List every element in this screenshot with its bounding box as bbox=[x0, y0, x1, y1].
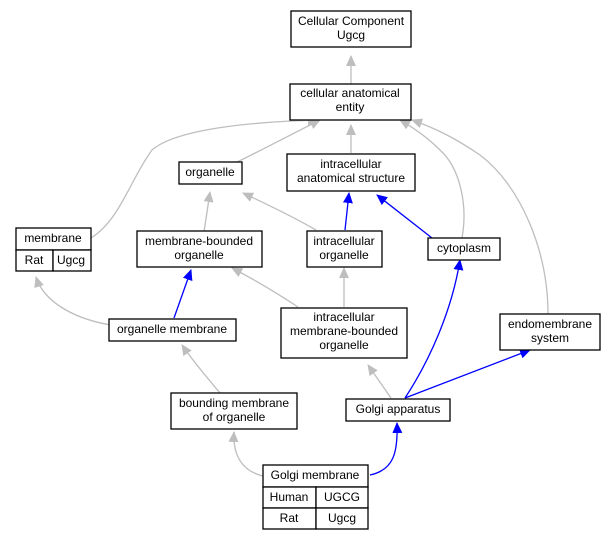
edge-golgi-apparatus-part-of-cytoplasm bbox=[404, 259, 464, 399]
edge-membrane-to-cellular-anatomical-entity bbox=[90, 115, 319, 239]
edges bbox=[34, 55, 549, 477]
edge-golgi-membrane-to-bounding-membrane bbox=[228, 431, 264, 477]
annotation-species: Human bbox=[270, 490, 309, 504]
annotation-rat-ugcg: Rat Ugcg bbox=[15, 249, 92, 272]
node-cellular-component-ugcg[interactable]: Cellular Component Ugcg bbox=[290, 10, 412, 48]
edge-golgi-membrane-part-of-golgi-apparatus bbox=[369, 422, 403, 476]
annotation-human-ugcg: Human UGCG bbox=[262, 486, 369, 509]
node-golgi-apparatus[interactable]: Golgi apparatus bbox=[345, 398, 451, 422]
node-label-line: organelle bbox=[185, 165, 235, 179]
node-bounding-membrane-of-organelle[interactable]: bounding membrane of organelle bbox=[170, 392, 298, 430]
node-cytoplasm[interactable]: cytoplasm bbox=[427, 237, 501, 261]
node-label-line: Golgi apparatus bbox=[356, 402, 441, 416]
node-golgi-membrane[interactable]: Golgi membrane Human UGCG Rat Ugcg bbox=[262, 464, 369, 530]
node-label-line: organelle membrane bbox=[117, 322, 227, 336]
edge-intracellular-organelle-to-organelle bbox=[242, 192, 317, 231]
node-label-line: cellular anatomical bbox=[300, 86, 399, 100]
edge-intracellular-organelle-part-of-intracellular-anatomical-structure bbox=[342, 192, 353, 231]
node-intracellular-organelle[interactable]: intracellular organelle bbox=[306, 230, 383, 268]
node-label-line: organelle bbox=[319, 338, 369, 352]
edge-cytoplasm-to-cellular-anatomical-entity bbox=[399, 119, 465, 239]
node-label-line: membrane bbox=[24, 231, 82, 245]
annotation-gene: Ugcg bbox=[57, 253, 85, 267]
node-label-line: intracellular bbox=[313, 234, 374, 248]
annotation-species: Rat bbox=[25, 253, 44, 267]
node-label-line: bounding membrane bbox=[179, 396, 289, 410]
node-label-line: membrane-bounded bbox=[145, 234, 253, 248]
node-label-line: intracellular bbox=[313, 310, 374, 324]
edge-bounding-membrane-to-organelle-membrane bbox=[181, 344, 221, 394]
node-membrane[interactable]: membrane Rat Ugcg bbox=[15, 227, 92, 272]
node-organelle[interactable]: organelle bbox=[178, 161, 243, 185]
node-label-line: Ugcg bbox=[337, 28, 365, 42]
edge-organelle-membrane-to-membrane bbox=[34, 276, 112, 326]
edge-cytoplasm-part-of-intracellular-anatomical-structure bbox=[376, 194, 433, 239]
node-label-line: entity bbox=[336, 100, 365, 114]
node-endomembrane-system[interactable]: endomembrane system bbox=[499, 313, 601, 351]
edge-organelle-membrane-part-of-membrane-bounded-organelle bbox=[173, 269, 193, 319]
node-membrane-bounded-organelle[interactable]: membrane-bounded organelle bbox=[136, 230, 263, 268]
edge-golgi-apparatus-to-intracellular-membrane-bounded-organelle bbox=[367, 364, 392, 399]
annotation-gene: Ugcg bbox=[328, 511, 356, 525]
node-cellular-anatomical-entity[interactable]: cellular anatomical entity bbox=[289, 83, 412, 121]
node-label-line: of organelle bbox=[203, 410, 266, 424]
annotation-gene: UGCG bbox=[324, 490, 360, 504]
node-label-line: Golgi membrane bbox=[271, 468, 360, 482]
node-label-line: anatomical structure bbox=[297, 171, 405, 185]
node-label-line: intracellular bbox=[320, 157, 381, 171]
node-label-line: organelle bbox=[319, 248, 369, 262]
node-label-line: organelle bbox=[174, 248, 224, 262]
node-organelle-membrane[interactable]: organelle membrane bbox=[108, 318, 237, 342]
annotation-rat-ugcg: Rat Ugcg bbox=[262, 507, 369, 530]
edge-intracellular-membrane-bounded-organelle-to-membrane-bounded-organelle bbox=[231, 267, 299, 308]
node-label-line: system bbox=[531, 331, 569, 345]
nodes: Cellular Component Ugcg cellular anatomi… bbox=[15, 10, 601, 530]
node-label-line: endomembrane bbox=[508, 317, 592, 331]
edge-membrane-bounded-organelle-to-organelle bbox=[203, 191, 214, 233]
edge-golgi-apparatus-part-of-endomembrane-system bbox=[404, 348, 531, 399]
node-label-line: membrane-bounded bbox=[290, 324, 398, 338]
node-label-line: cytoplasm bbox=[437, 241, 491, 255]
node-label-line: Cellular Component bbox=[298, 14, 405, 28]
edge-endomembrane-system-to-cellular-anatomical-entity bbox=[411, 118, 549, 315]
annotation-species: Rat bbox=[280, 511, 299, 525]
node-intracellular-membrane-bounded-organelle[interactable]: intracellular membrane-bounded organelle bbox=[280, 307, 408, 359]
node-intracellular-anatomical-structure[interactable]: intracellular anatomical structure bbox=[286, 153, 416, 192]
